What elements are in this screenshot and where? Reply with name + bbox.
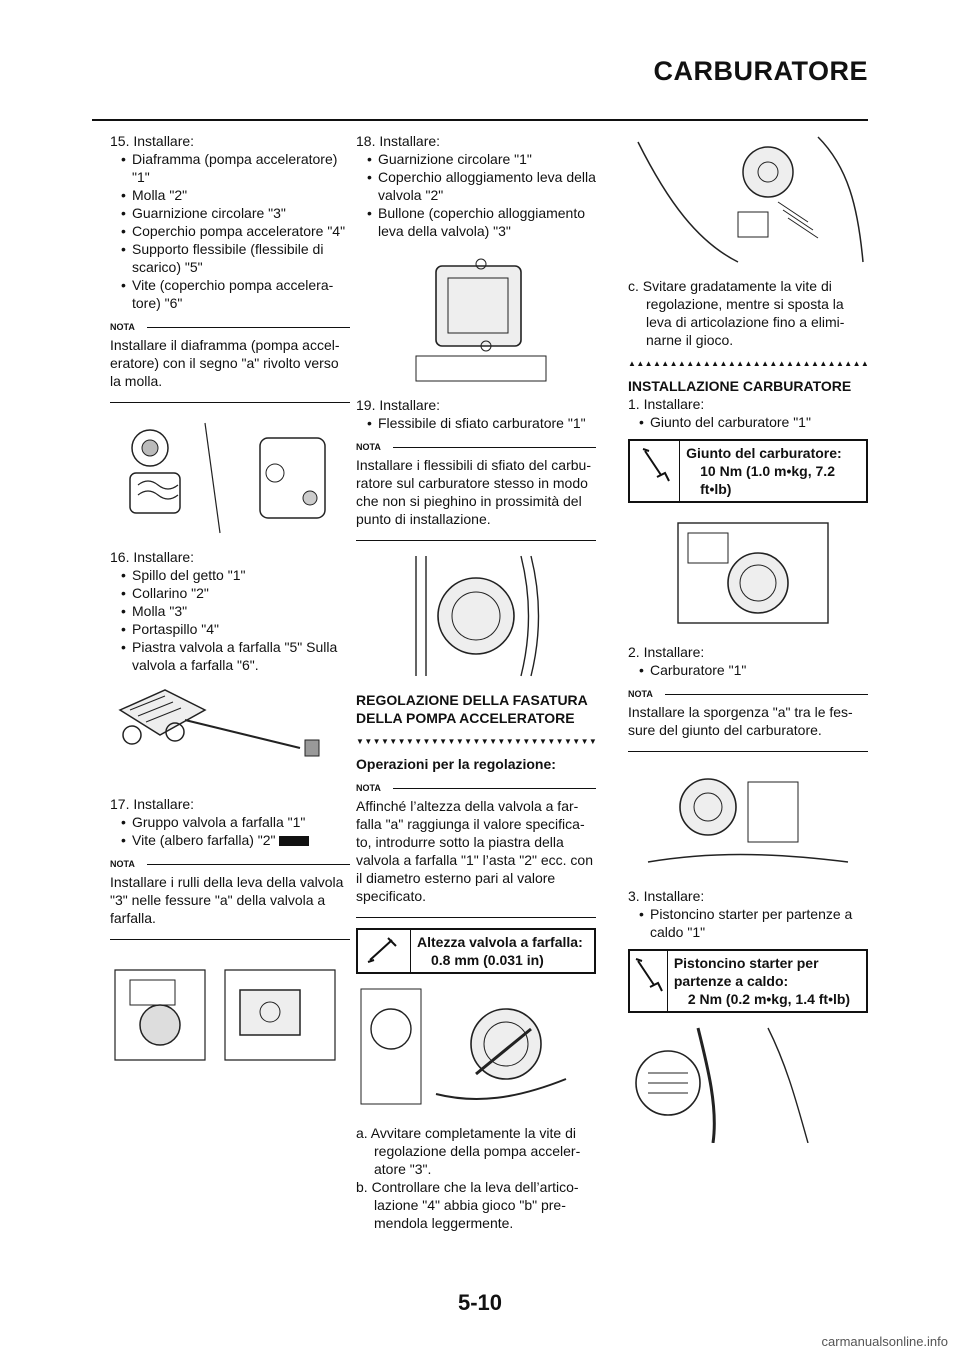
step-19-title: 19. Installare: <box>356 397 441 413</box>
step-15-item: Supporto flessibile (flessibile di scari… <box>118 240 350 276</box>
page-title: CARBURATORE <box>653 56 868 86</box>
step-16-item: Piastra valvola a farfalla "5" Sulla val… <box>118 638 350 674</box>
step-18-title: 18. Installare: <box>356 133 441 149</box>
nota-text: Installare la sporgenza "a" tra le fes-s… <box>628 704 853 738</box>
figure-carb-joint <box>628 513 868 633</box>
watermark: carmanualsonline.info <box>821 1334 948 1349</box>
torque-wrench-icon <box>630 441 681 501</box>
separator-triangles-down: ▼▼▼▼▼▼▼▼▼▼▼▼▼▼▼▼▼▼▼▼▼▼▼▼▼▼▼▼▼▼ <box>356 737 596 746</box>
step-18-item: Guarnizione circolare "1" <box>364 150 596 168</box>
figure-adjust-screw <box>628 132 868 267</box>
nota-label: NOTA <box>356 438 596 456</box>
figure-jet-needle <box>110 680 350 785</box>
step-18-item: Bullone (coperchio alloggiamento leva de… <box>364 204 596 240</box>
nota-box: NOTA Installare la sporgenza "a" tra le … <box>628 685 868 752</box>
nota-label: NOTA <box>110 855 350 873</box>
column-2: 18. Installare: Guarnizione circolare "1… <box>356 132 596 1232</box>
nota-box: NOTA Installare i rulli della leva della… <box>110 855 350 940</box>
spec-label: Altezza valvola a farfalla: <box>417 934 583 950</box>
column-3: c. Svitare gradatamente la vite di regol… <box>628 132 868 1153</box>
nota-box: NOTA Installare i flessibili di sfiato d… <box>356 438 596 541</box>
spec-label: Giunto del carburatore: <box>686 445 842 461</box>
step-16-item: Portaspillo "4" <box>118 620 350 638</box>
figure-throttle-valve <box>110 950 350 1070</box>
spec-box: Pistoncino starter per partenze a caldo:… <box>628 949 868 1013</box>
caliper-icon <box>358 930 411 972</box>
step-1-item: Giunto del carburatore "1" <box>636 413 868 431</box>
nota-label: NOTA <box>356 779 596 797</box>
figure-carburetor <box>628 762 868 877</box>
figure-lever-cover <box>356 246 596 386</box>
step-16-item: Collarino "2" <box>118 584 350 602</box>
section-heading: REGOLAZIONE DELLA FASATURA DELLA POMPA A… <box>356 692 588 726</box>
step-2-item: Carburatore "1" <box>636 661 868 679</box>
torque-wrench-icon <box>630 951 668 1011</box>
step-15-item: Vite (coperchio pompa accelera-tore) "6" <box>118 276 350 312</box>
step-15-item: Coperchio pompa acceleratore "4" <box>118 222 350 240</box>
separator-triangles-up: ▲▲▲▲▲▲▲▲▲▲▲▲▲▲▲▲▲▲▲▲▲▲▲▲▲▲▲▲▲▲ <box>628 359 868 368</box>
torque-wrench-icon <box>279 836 310 847</box>
nota-box: NOTA Affinché l’altezza della valvola a … <box>356 779 596 918</box>
step-1-title: 1. Installare: <box>628 396 705 412</box>
substep-a: a. Avvitare completamente la vite di reg… <box>356 1125 581 1177</box>
section-heading: INSTALLAZIONE CARBURATORE <box>628 378 852 394</box>
column-1: 15. Installare: Diaframma (pompa acceler… <box>110 132 350 1080</box>
nota-text: Installare il diaframma (pompa accel-era… <box>110 337 340 389</box>
step-17-item-text: Vite (albero farfalla) "2" <box>132 832 276 848</box>
step-18-item: Coperchio alloggiamento leva della valvo… <box>364 168 596 204</box>
step-16-item: Molla "3" <box>118 602 350 620</box>
figure-accelerator-pump <box>110 413 350 538</box>
spec-box: Giunto del carburatore: 10 Nm (1.0 m•kg,… <box>628 439 868 503</box>
spec-box: Altezza valvola a farfalla: 0.8 mm (0.03… <box>356 928 596 974</box>
header-rule <box>92 119 868 121</box>
spec-label: Pistoncino starter per partenze a caldo: <box>673 955 819 989</box>
substep-c: c. Svitare gradatamente la vite di regol… <box>628 278 845 348</box>
step-2-title: 2. Installare: <box>628 644 705 660</box>
figure-hot-starter <box>628 1023 868 1143</box>
nota-box: NOTA Installare il diaframma (pompa acce… <box>110 318 350 403</box>
step-17-item: Gruppo valvola a farfalla "1" <box>118 813 350 831</box>
step-17-item: Vite (albero farfalla) "2" <box>118 831 350 849</box>
nota-text: Installare i flessibili di sfiato del ca… <box>356 457 591 527</box>
substep-b: b. Controllare che la leva dell’artico-l… <box>356 1179 579 1231</box>
nota-label: NOTA <box>628 685 868 703</box>
step-15-item: Diaframma (pompa acceleratore) "1" <box>118 150 350 186</box>
spec-value: 0.8 mm (0.031 in) <box>431 952 544 968</box>
operations-heading: Operazioni per la regolazione: <box>356 756 556 772</box>
step-15-item: Molla "2" <box>118 186 350 204</box>
step-16-item: Spillo del getto "1" <box>118 566 350 584</box>
spec-value: 2 Nm (0.2 m•kg, 1.4 ft•lb) <box>687 991 851 1007</box>
step-3-title: 3. Installare: <box>628 888 705 904</box>
step-15-title: 15. Installare: <box>110 133 195 149</box>
nota-text: Installare i rulli della leva della valv… <box>110 874 344 926</box>
step-3-item: Pistoncino starter per partenze a caldo … <box>636 905 868 941</box>
step-19-item: Flessibile di sfiato carburatore "1" <box>364 414 596 432</box>
step-15-item: Guarnizione circolare "3" <box>118 204 350 222</box>
page-number: 5-10 <box>457 1290 503 1315</box>
spec-value: 10 Nm (1.0 m•kg, 7.2 ft•lb) <box>700 463 835 497</box>
figure-throttle-height <box>356 984 596 1114</box>
step-17-title: 17. Installare: <box>110 796 195 812</box>
figure-breather-hose <box>356 551 596 681</box>
nota-label: NOTA <box>110 318 350 336</box>
step-16-title: 16. Installare: <box>110 549 195 565</box>
nota-text: Affinché l’altezza della valvola a far-f… <box>356 798 593 904</box>
